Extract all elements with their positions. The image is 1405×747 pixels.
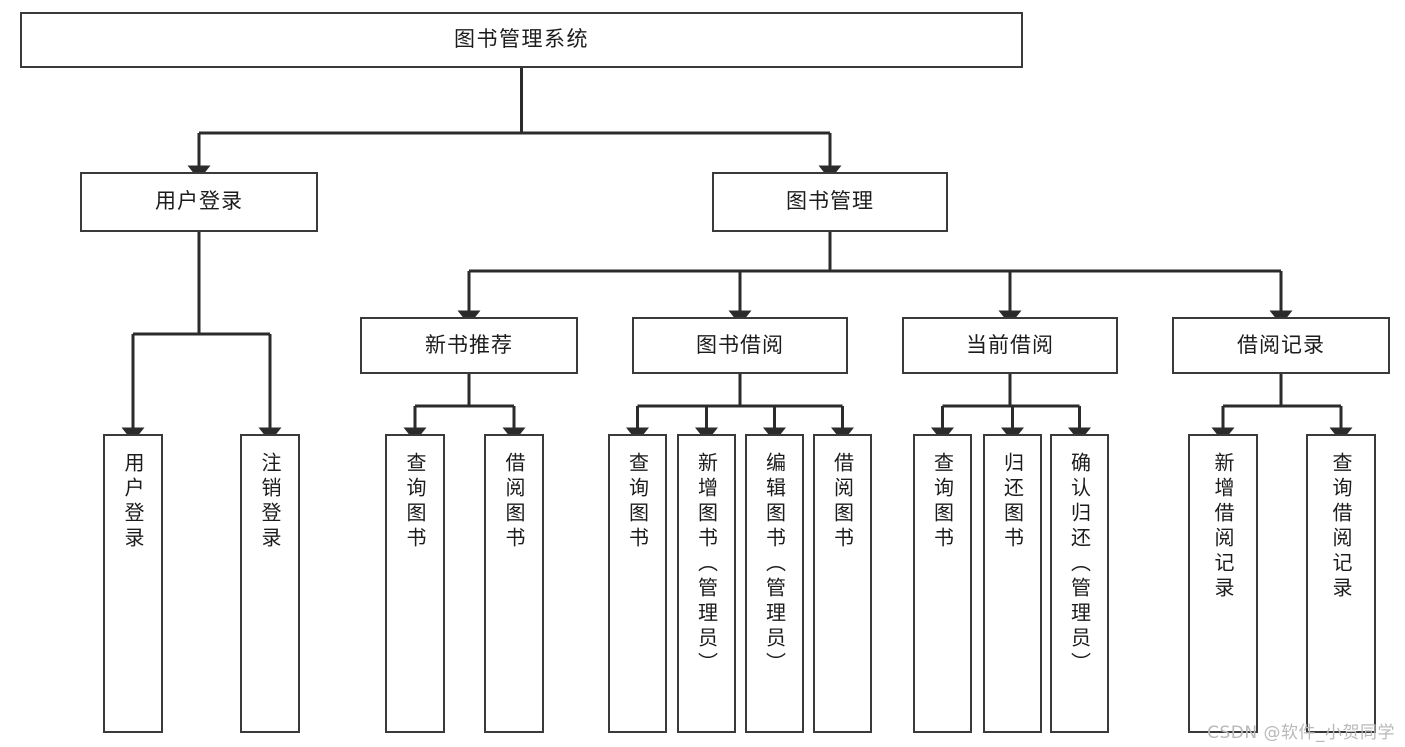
node-label: 借阅图书 xyxy=(502,452,526,552)
node-label: 查询图书 xyxy=(403,452,427,552)
node-records[interactable]: 借阅记录 xyxy=(1172,317,1390,374)
node-label: 借阅图书 xyxy=(830,452,855,552)
node-label: 用户登录 xyxy=(121,452,145,552)
node-label: 查询图书 xyxy=(930,452,955,552)
node-login[interactable]: 用户登录 xyxy=(80,172,318,232)
node-label: 确认归还（管理员） xyxy=(1067,452,1092,677)
node-root[interactable]: 图书管理系统 xyxy=(20,12,1023,68)
node-leaf-cu-q[interactable]: 查询图书 xyxy=(913,434,972,733)
node-leaf-nb-q[interactable]: 查询图书 xyxy=(385,434,445,733)
node-leaf-bo-add[interactable]: 新增图书（管理员） xyxy=(677,434,736,733)
csdn-watermark: CSDN @软件_小贺同学 xyxy=(1207,723,1395,743)
node-leaf-bo-ed[interactable]: 编辑图书（管理员） xyxy=(745,434,804,733)
node-label: 图书管理 xyxy=(786,189,874,214)
node-label: 新增图书（管理员） xyxy=(694,452,719,677)
node-leaf-bo-br[interactable]: 借阅图书 xyxy=(813,434,872,733)
node-label: 归还图书 xyxy=(1000,452,1025,552)
node-label: 图书借阅 xyxy=(696,332,784,357)
node-label: 当前借阅 xyxy=(966,332,1054,357)
node-label: 查询图书 xyxy=(625,452,650,552)
node-leaf-re-q[interactable]: 查询借阅记录 xyxy=(1306,434,1376,733)
node-leaf-nb-b[interactable]: 借阅图书 xyxy=(484,434,544,733)
node-label: 新书推荐 xyxy=(425,332,513,357)
node-label: 用户登录 xyxy=(155,189,243,214)
node-borrow[interactable]: 图书借阅 xyxy=(632,317,848,374)
node-leaf-re-add[interactable]: 新增借阅记录 xyxy=(1188,434,1258,733)
node-label: 注销登录 xyxy=(258,452,282,552)
node-leaf-cu-r[interactable]: 归还图书 xyxy=(983,434,1042,733)
node-label: 编辑图书（管理员） xyxy=(762,452,787,677)
node-label: 新增借阅记录 xyxy=(1211,452,1235,602)
node-label: 借阅记录 xyxy=(1237,332,1325,357)
node-leaf-bo-q[interactable]: 查询图书 xyxy=(608,434,667,733)
node-leaf-logout[interactable]: 注销登录 xyxy=(240,434,300,733)
node-label: 图书管理系统 xyxy=(454,27,589,52)
node-leaf-cu-c[interactable]: 确认归还（管理员） xyxy=(1050,434,1109,733)
node-current[interactable]: 当前借阅 xyxy=(902,317,1118,374)
node-leaf-login[interactable]: 用户登录 xyxy=(103,434,163,733)
node-label: 查询借阅记录 xyxy=(1329,452,1353,602)
connector-edges xyxy=(121,68,1353,442)
node-bookmgmt[interactable]: 图书管理 xyxy=(712,172,948,232)
node-newbook[interactable]: 新书推荐 xyxy=(360,317,578,374)
